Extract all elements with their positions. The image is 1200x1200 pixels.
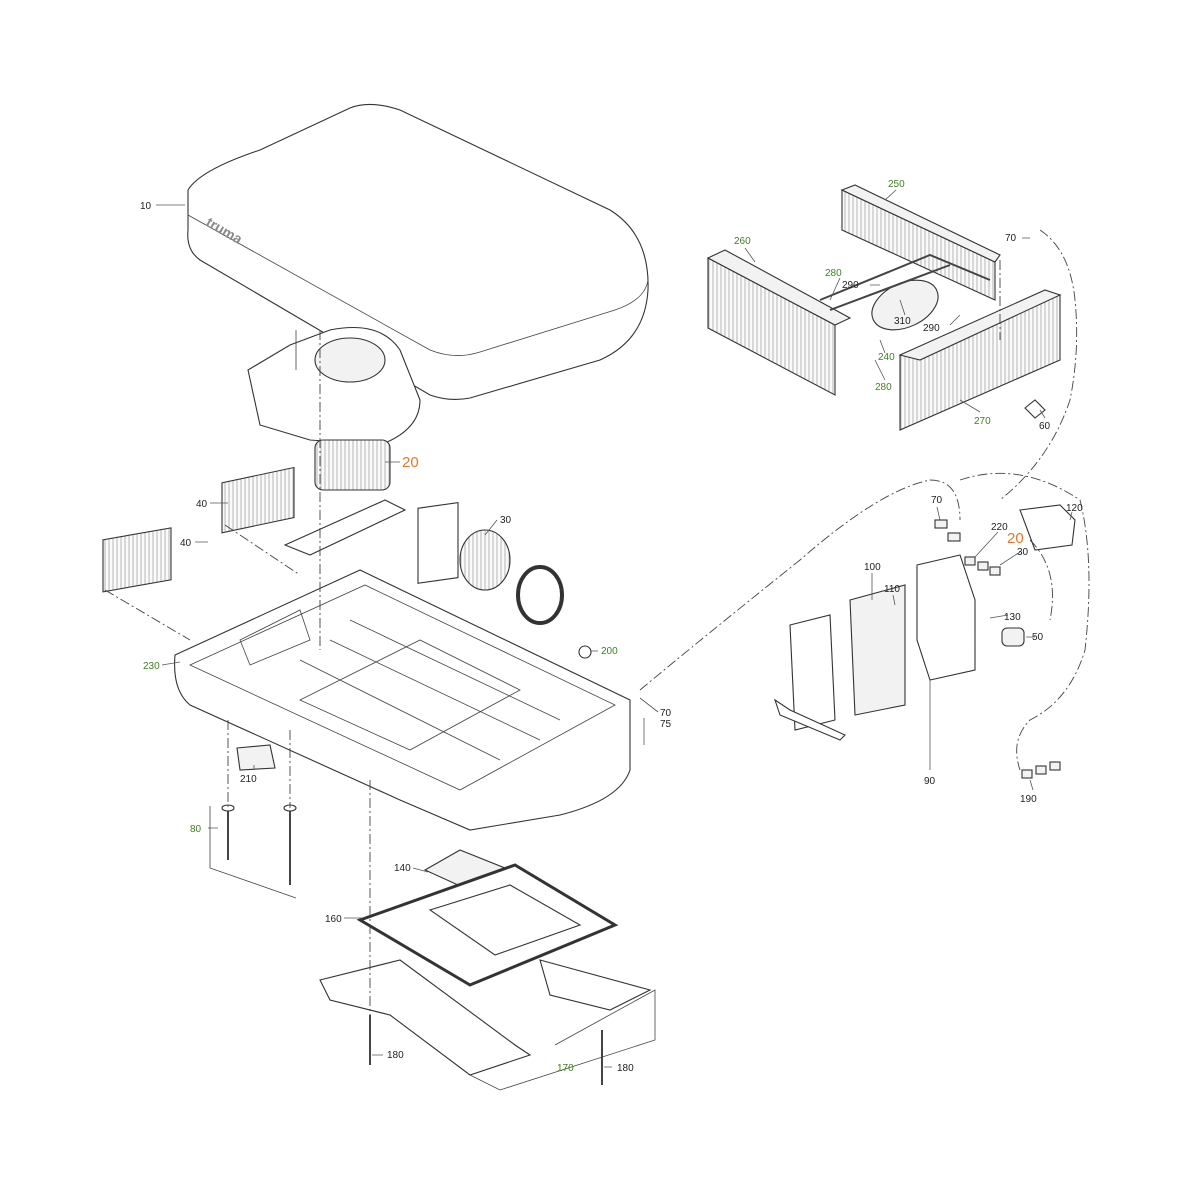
board-100 (849, 584, 906, 716)
label-200: 200 (601, 646, 618, 657)
label-280-top: 280 (825, 268, 842, 279)
label-40-lower: 40 (180, 538, 192, 549)
label-290-top: 290 (842, 280, 859, 291)
plate-170 (319, 959, 652, 1076)
label-280-bottom: 280 (875, 382, 892, 393)
label-160: 160 (325, 914, 342, 925)
label-20-relay: 20 (1007, 530, 1024, 547)
label-180-left: 180 (387, 1050, 404, 1061)
fan-wheel (459, 529, 511, 591)
label-80: 80 (190, 824, 202, 835)
relays (934, 519, 1001, 576)
label-110: 110 (884, 584, 900, 595)
inner-plate (428, 884, 582, 956)
label-140: 140 (394, 863, 411, 874)
grille-upper (221, 466, 295, 534)
label-30-fan: 30 (500, 515, 512, 526)
label-50: 50 (1032, 632, 1044, 643)
cover-shell: truma (187, 103, 649, 401)
label-240: 240 (878, 352, 895, 363)
label-170: 170 (557, 1063, 574, 1074)
label-30-relay: 30 (1017, 547, 1029, 558)
blower-assembly (247, 327, 421, 491)
housing-cover-90 (789, 614, 836, 731)
cable-route (999, 229, 1078, 501)
plug-200 (578, 645, 592, 659)
label-70-box: 70 (931, 495, 943, 506)
label-40-upper: 40 (196, 499, 208, 510)
label-60: 60 (1039, 421, 1051, 432)
label-75: 75 (660, 719, 672, 730)
pad-210 (236, 744, 276, 771)
label-290-bottom: 290 (923, 323, 940, 334)
coil-50 (1001, 627, 1025, 647)
label-220: 220 (991, 522, 1008, 533)
label-250: 250 (888, 179, 905, 190)
screws-80 (221, 804, 297, 885)
label-90: 90 (924, 776, 936, 787)
base-tray (174, 569, 631, 831)
label-10: 10 (140, 201, 152, 212)
fan-holder (417, 502, 459, 584)
label-180-right: 180 (617, 1063, 634, 1074)
label-270: 270 (974, 416, 991, 427)
label-70-hose: 70 (660, 708, 672, 719)
label-70-sensor: 70 (1005, 233, 1017, 244)
label-120: 120 (1066, 503, 1083, 514)
grille-lower (102, 527, 172, 593)
label-260: 260 (734, 236, 751, 247)
label-210: 210 (240, 774, 257, 785)
fan-ring (516, 565, 564, 625)
label-20-blower: 20 (402, 454, 419, 471)
label-230: 230 (143, 661, 160, 672)
motor-bracket (283, 499, 407, 556)
label-190: 190 (1020, 794, 1037, 805)
cover-120 (1019, 504, 1076, 551)
housing-90 (916, 554, 976, 681)
clip-60 (1024, 399, 1046, 419)
label-100: 100 (864, 562, 881, 573)
cable-190 (1021, 761, 1061, 779)
label-310: 310 (894, 316, 911, 327)
label-130: 130 (1004, 612, 1021, 623)
